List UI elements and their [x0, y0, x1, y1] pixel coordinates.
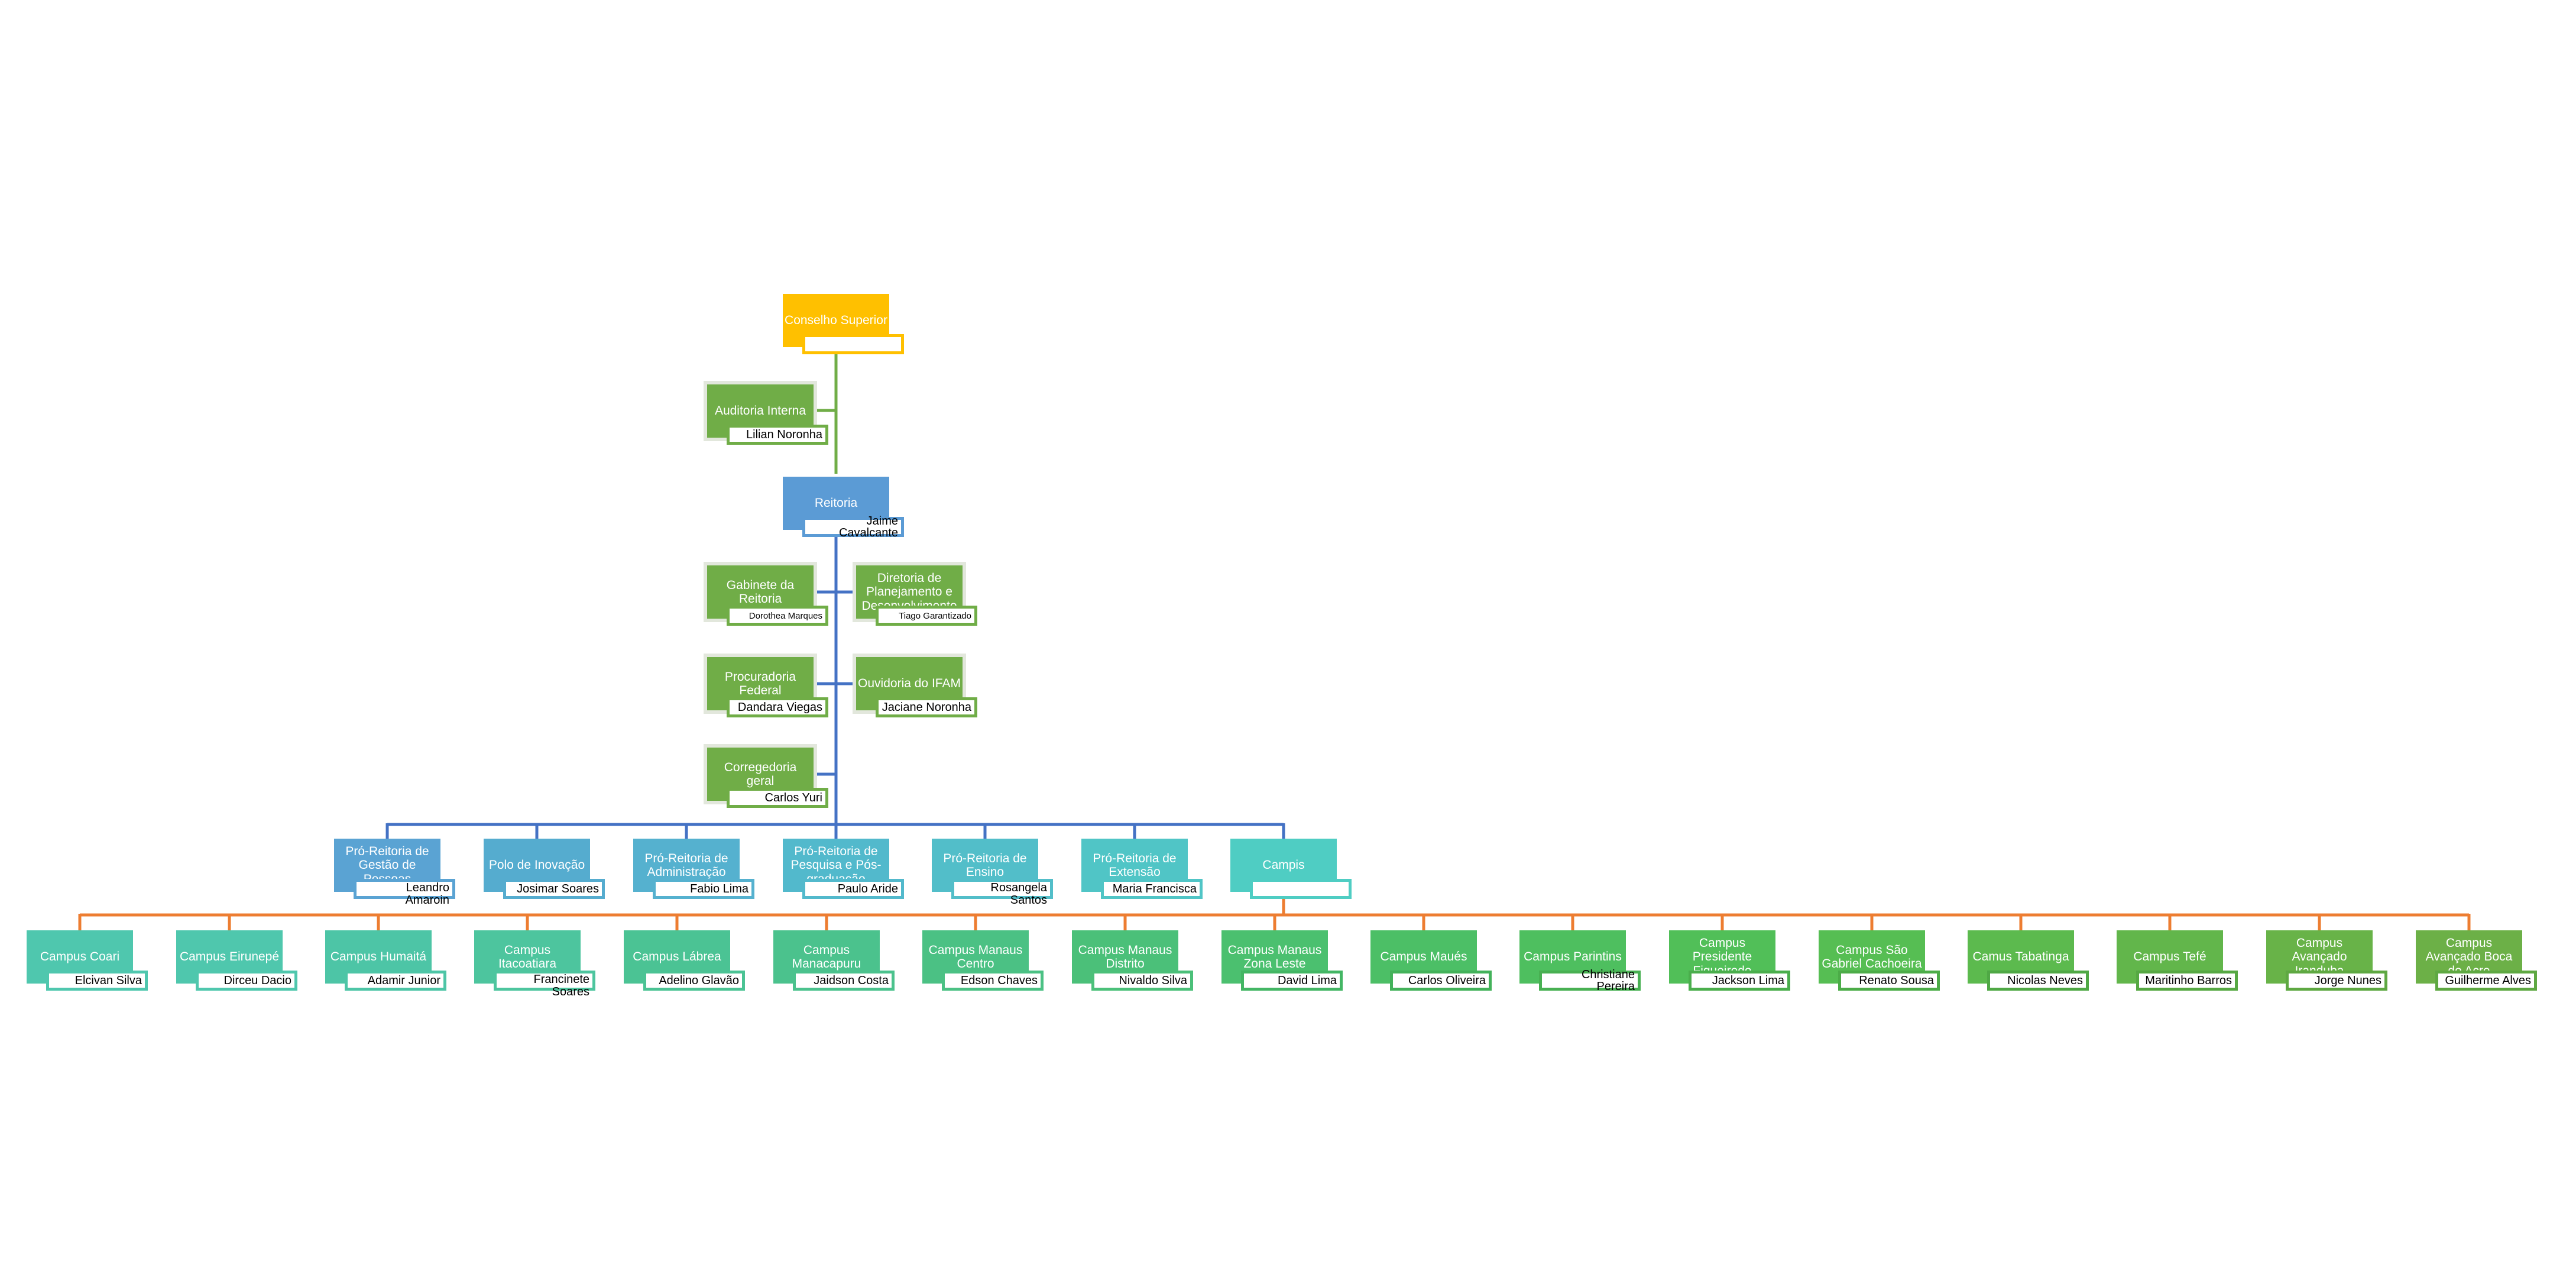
campus-parintins-name: Christiane Pereira	[1539, 969, 1641, 992]
prorreitoria-pessoas-name: Leandro Amaroin	[354, 879, 455, 907]
campus-boca-do-acre-name: Guilherme Alves	[2435, 971, 2537, 991]
auditoria-interna-name: Lilian Noronha	[727, 425, 828, 445]
campus-itacoatiara-name: Francinete Soares	[494, 971, 595, 998]
campus-tefe-name: Maritinho Barros	[2136, 971, 2238, 991]
campis-name	[1250, 879, 1352, 899]
ouvidoria-name: Jaciane Noronha	[876, 697, 977, 717]
campus-manaus-zona-leste-title: Campus Manaus Zona Leste	[1221, 930, 1328, 984]
polo-inovacao-name: Josimar Soares	[503, 879, 605, 899]
procuradoria-federal-name: Dandara Viegas	[727, 697, 828, 717]
prorreitoria-pesquisa-name: Paulo Aride	[802, 879, 904, 899]
campus-presidente-figueiredo-name: Jackson Lima	[1689, 971, 1790, 991]
gabinete-reitoria-name: Dorothea Marques	[727, 606, 828, 626]
campus-coari-name: Elcivan Silva	[46, 971, 148, 991]
campus-sao-gabriel-name: Renato Sousa	[1838, 971, 1940, 991]
prorreitoria-ensino-name: Rosangela Santos	[951, 879, 1053, 907]
campus-manaus-zona-leste-name: David Lima	[1241, 971, 1343, 991]
campus-manaus-distrito-name: Nivaldo Silva	[1091, 971, 1193, 991]
prorreitoria-administracao-name: Fabio Lima	[653, 879, 754, 899]
campus-maues-name: Carlos Oliveira	[1390, 971, 1492, 991]
corregedoria-name: Carlos Yuri	[727, 788, 828, 808]
campus-manaus-centro-name: Edson Chaves	[942, 971, 1044, 991]
reitoria-name: Jaime Cavalcante	[802, 515, 904, 539]
camus-tabatinga-name: Nicolas Neves	[1987, 971, 2089, 991]
prorreitoria-extensao-name: Maria Francisca	[1101, 879, 1203, 899]
campus-iranduba-name: Jorge Nunes	[2286, 971, 2387, 991]
diretoria-planejamento-name: Tiago Garantizado	[876, 606, 977, 626]
campus-manacapuru-name: Jaidson Costa	[793, 971, 895, 991]
campus-humaita-name: Adamir Junior	[345, 971, 446, 991]
conselho-superior-name	[802, 334, 904, 354]
campus-labrea-name: Adelino Glavão	[643, 971, 745, 991]
campus-eirunepe-name: Dirceu Dacio	[196, 971, 297, 991]
